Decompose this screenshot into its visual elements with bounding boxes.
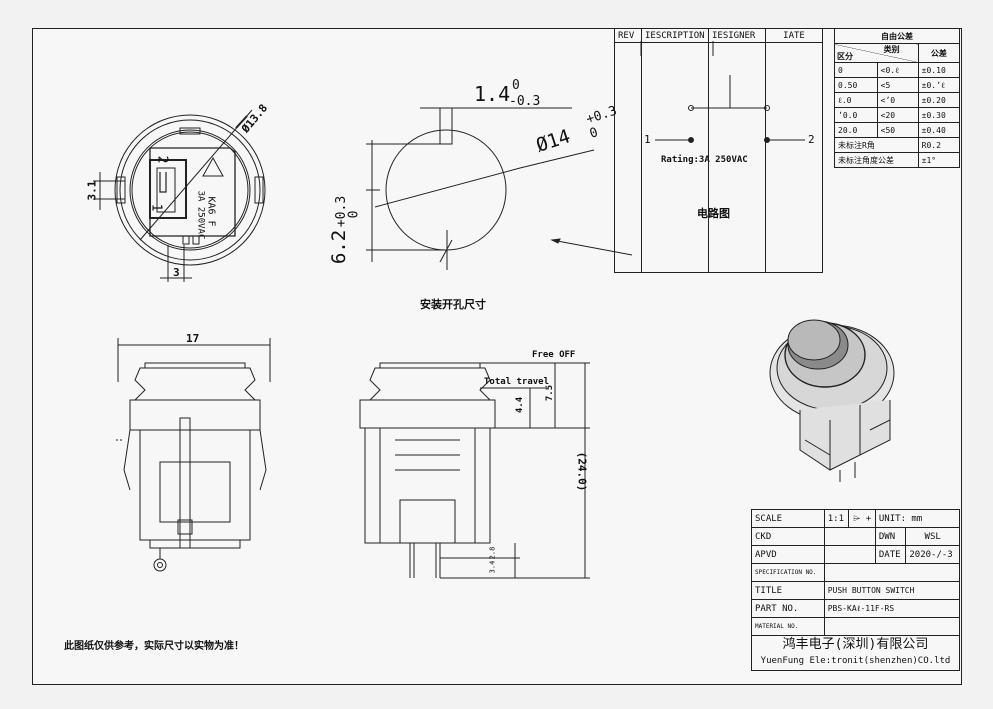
tolerance-diagonal-header: 类别 区分 xyxy=(834,43,919,63)
reference-footnote: 此图纸仅供参考，实际尺寸以实物为准！ xyxy=(64,641,244,652)
rating-label: Rating:3A 250VAC xyxy=(661,155,748,165)
tol-cell: <20 xyxy=(876,107,919,123)
scale-label: SCALE xyxy=(751,509,825,528)
travel-dim: 4.4 xyxy=(515,396,526,414)
terminal-2-label: 2 xyxy=(808,133,815,146)
tol-cell: ±0.40 xyxy=(917,122,961,138)
tol-cell: ʼ0.0 xyxy=(834,107,878,123)
tol-cell: <5 xyxy=(876,77,919,93)
unit-value: mm xyxy=(911,513,923,524)
date-value: 2020-/-3 xyxy=(905,545,960,564)
free-off-label: Free OFF xyxy=(532,350,576,360)
rev-header: REV xyxy=(614,28,642,43)
dwn-label: DWN xyxy=(874,527,907,546)
spec-label: SPECIFICATION NO. xyxy=(751,563,825,582)
ckd-value xyxy=(823,527,876,546)
tol-cell: ±0.10 xyxy=(917,62,961,78)
part-label: PART NO. xyxy=(751,599,825,618)
title-label: TITLE xyxy=(751,581,825,600)
date-label: DATE xyxy=(874,545,907,564)
tol-cell: ±0.ʼℓ xyxy=(917,77,961,93)
key-width-tol-upper: 0 xyxy=(512,78,520,93)
key-width-tol-lower: -0.3 xyxy=(509,94,541,109)
tol-cell: <ʼ0 xyxy=(876,92,919,108)
circuit-caption: 电路图 xyxy=(697,207,730,220)
panel-cutout-view xyxy=(366,107,633,270)
company-name-cn: 鸿丰电子(深圳)有限公司 xyxy=(782,637,929,652)
material-value xyxy=(823,617,961,636)
r-angle-value: R0.2 xyxy=(917,137,961,153)
front-view xyxy=(93,109,266,282)
terminal-number-marking-alt: 1 xyxy=(148,203,164,212)
model-marking: KA6 F xyxy=(205,196,217,227)
scale-value: 1:1 xyxy=(823,509,850,528)
designer-header: IESIGNER xyxy=(708,28,766,43)
tol-cell: 0.50 xyxy=(834,77,878,93)
side-view-left xyxy=(116,338,271,572)
description-header: IESCRIPTION xyxy=(641,28,709,43)
total-travel-label: Total travel xyxy=(484,377,550,387)
unit-cell: UNIT: mm xyxy=(874,509,961,528)
cap-height-dim: 7.5 xyxy=(545,384,556,402)
date-header: IATE xyxy=(765,28,823,43)
angle-tol-label: 未标注角度公差 xyxy=(834,152,919,168)
cutout-caption: 安装开孔尺寸 xyxy=(420,298,486,311)
dwn-value: WSL xyxy=(905,527,960,546)
angle-tol-value: ±1° xyxy=(917,152,961,168)
revision-table: REV IESCRIPTION IESIGNER IATE xyxy=(614,28,823,273)
total-height-dim: (24.0) xyxy=(575,451,589,492)
title-block: SCALE 1:1 ⌲ + UNIT: mm CKD DWN WSL APVD … xyxy=(751,509,961,671)
tol-cell: <0.ℓ xyxy=(876,62,919,78)
rating-marking: 3A 250VAC xyxy=(195,190,206,240)
tol-cell: ℓ.0 xyxy=(834,92,878,108)
terminal-1-label: 1 xyxy=(644,133,651,146)
tol-cell: <50 xyxy=(876,122,919,138)
terminal-number-marking: 2 xyxy=(154,155,170,164)
tol-cell: ±0.20 xyxy=(917,92,961,108)
company-cell: 鸿丰电子(深圳)有限公司 YuenFung Ele:tronit(shenzhe… xyxy=(751,635,960,671)
side-view-right xyxy=(359,362,590,579)
apvd-value xyxy=(823,545,876,564)
r-angle-label: 未标注R角 xyxy=(834,137,919,153)
company-name-en: YuenFung Ele:tronit(shenzhen)CO.ltd xyxy=(760,656,951,666)
projection-symbol: ⌲ + xyxy=(848,509,876,528)
section-label: 区分 xyxy=(837,52,853,61)
key-depth-tol-lower: 0 xyxy=(346,210,362,219)
title-value: PUSH BUTTON SWITCH xyxy=(823,581,961,600)
unit-label: UNIT: xyxy=(878,513,906,524)
category-label: 类别 xyxy=(883,45,900,54)
tolerance-table: 自由公差 类别 区分 公差 0<0.ℓ±0.10 0.50<5±0.ʼℓ ℓ.0… xyxy=(834,28,961,168)
tol-cell: 0 xyxy=(834,62,878,78)
tolerance-title: 自由公差 xyxy=(834,28,960,44)
front-height-dim: 3.1 xyxy=(85,180,99,201)
circuit-diagram xyxy=(655,75,805,143)
key-width-dim: 1.4 xyxy=(474,82,511,106)
material-label: MATERIAL NO. xyxy=(751,617,825,636)
tol-cell: 20.0 xyxy=(834,122,878,138)
side-width-dim: 17 xyxy=(186,332,200,345)
tol-cell: ±0.30 xyxy=(917,107,961,123)
part-value: PBS-KAℓ-11F-RS xyxy=(823,599,961,618)
key-depth-dim: 6.2 xyxy=(328,229,351,265)
pin-dim-a: 2.8 xyxy=(488,546,497,560)
switch-3d-render xyxy=(769,319,895,482)
front-width-dim: 3 xyxy=(173,266,180,279)
tolerance-header: 公差 xyxy=(917,43,961,63)
pin-dim-b: 3.4 xyxy=(488,560,497,574)
ckd-label: CKD xyxy=(751,527,825,546)
spec-value xyxy=(823,563,961,582)
apvd-label: APVD xyxy=(751,545,825,564)
